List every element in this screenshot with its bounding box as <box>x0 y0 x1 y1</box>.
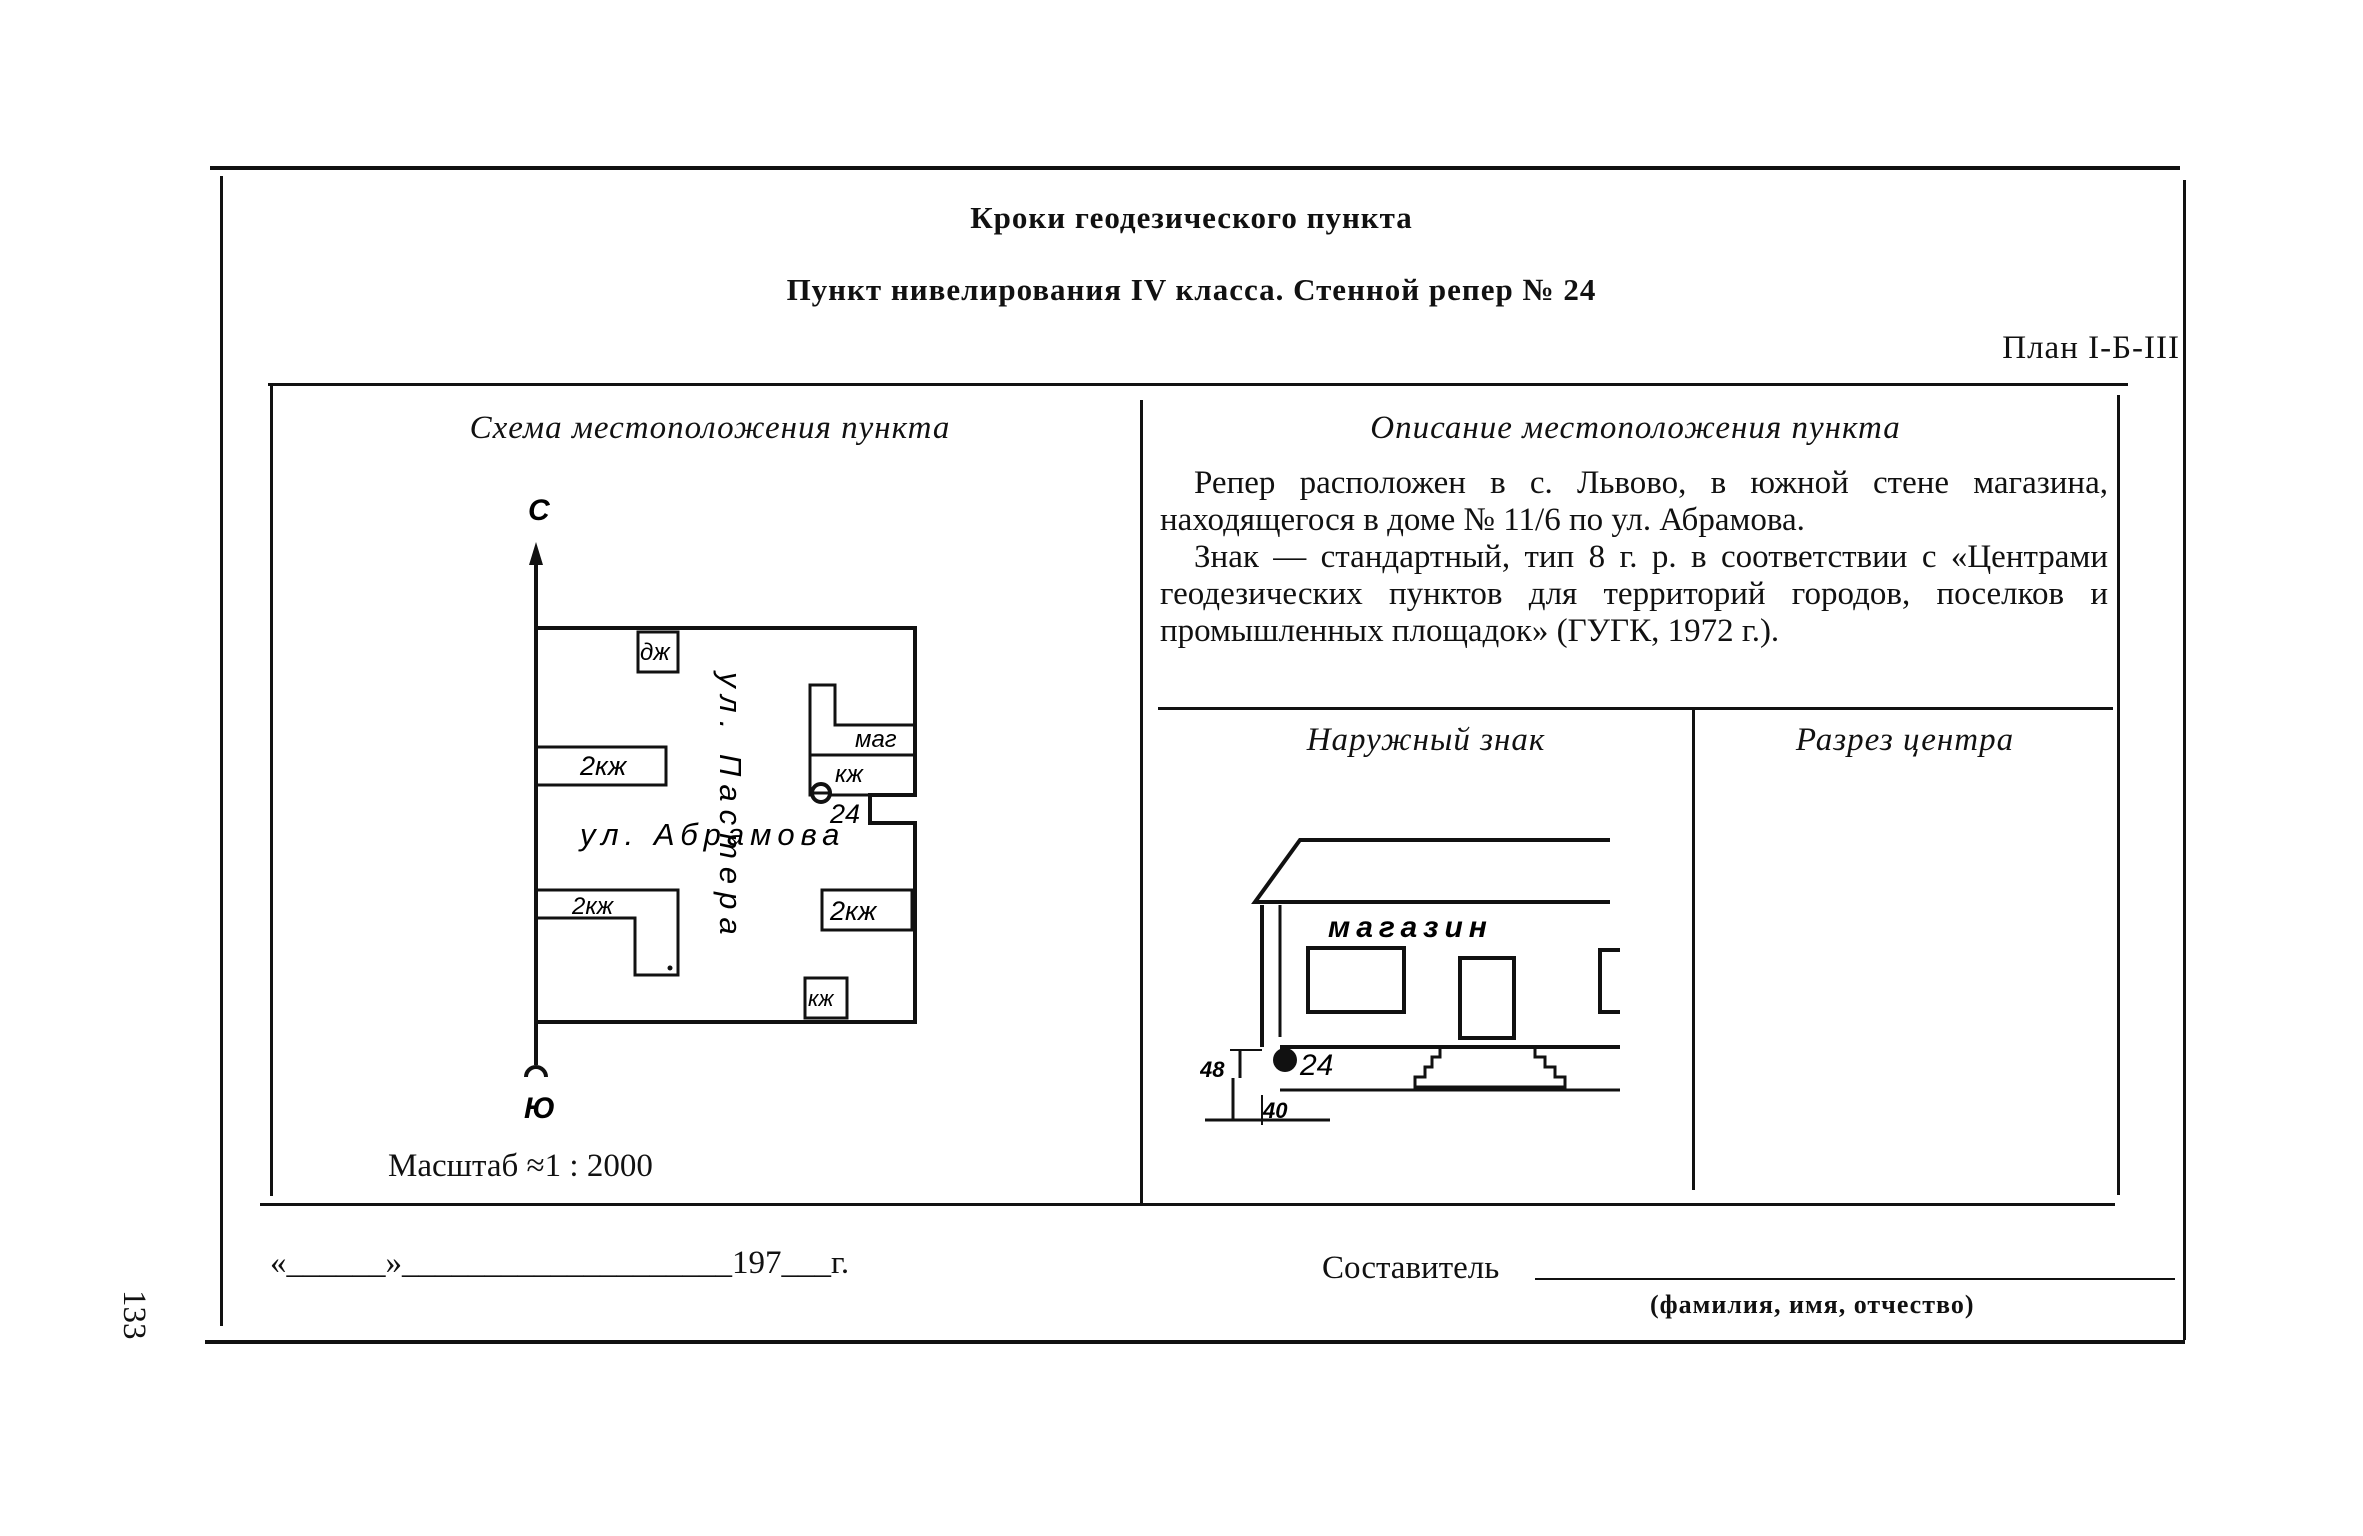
building-2kzh-1 <box>534 745 668 787</box>
scale-label: Масштаб ≈1 : 2000 <box>388 1148 653 1184</box>
section-heading: Разрез центра <box>1795 722 2015 758</box>
building-kzh-1 <box>808 753 917 797</box>
compiler-underline <box>1535 1278 2175 1280</box>
building-2kzh-1-label: 2кж <box>579 751 628 781</box>
north-arrow-icon <box>529 542 543 565</box>
plan-label: План I-Б-III <box>2002 330 2180 366</box>
page-number: 133 <box>116 1290 152 1340</box>
shop-window <box>1306 946 1406 1014</box>
sign-section-divider <box>1692 710 1695 1190</box>
building-kzh-2 <box>803 976 849 1020</box>
table-bottom-line <box>260 1203 2115 1206</box>
shop-roof <box>1251 838 1610 904</box>
table-top-line <box>268 383 2128 386</box>
wall-benchmark-number: 24 <box>1299 1049 1333 1082</box>
description-paragraph-1: Репер расположен в с. Львово, в южной ст… <box>1160 465 2108 538</box>
document-title: Кроки геодезического пункта <box>970 200 1413 235</box>
benchmark-number: 24 <box>829 799 860 829</box>
compiler-hint: (фамилия, имя, отчество) <box>1650 1290 1975 1319</box>
dimension-height: 48 <box>1200 1057 1225 1082</box>
description-heading: Описание местоположения пункта <box>1370 410 1901 446</box>
frame-bottom-line <box>205 1340 2185 1344</box>
frame-top-line <box>210 166 2180 170</box>
north-label: С <box>528 494 551 527</box>
building-kzh-2-label: кж <box>808 986 834 1011</box>
building-dzh <box>636 630 680 674</box>
building-dzh-label: дж <box>640 639 671 666</box>
outer-sign-heading: Наружный знак <box>1306 722 1546 758</box>
shop-window-right <box>1598 948 1620 1014</box>
shop-sign-text: магазин <box>1328 911 1493 944</box>
shop-door <box>1458 956 1516 1040</box>
dimension-offset: 40 <box>1262 1098 1288 1123</box>
description-paragraph-2: Знак — стандартный, тип 8 г. р. в соотве… <box>1160 539 2108 649</box>
table-split-line <box>1158 707 2113 710</box>
block-outline <box>536 626 917 1024</box>
table-left-line <box>270 383 273 1196</box>
south-marker-icon <box>524 1065 548 1078</box>
scheme-heading: Схема местоположения пункта <box>469 410 951 446</box>
building-2kzh-3 <box>820 888 914 932</box>
frame-left-line <box>220 176 223 1326</box>
document-subtitle: Пункт нивелирования IV класса. Стенной р… <box>786 272 1597 307</box>
building-2kzh-2 <box>536 888 680 977</box>
wall-benchmark-icon <box>1273 1048 1297 1072</box>
building-2kzh-2-label: 2кж <box>571 893 615 920</box>
building-2kzh-3-label: 2кж <box>829 896 878 926</box>
description-text: Репер расположен в с. Львово, в южной ст… <box>1160 465 2108 650</box>
street-abramova: ул. Абрамова <box>578 817 845 852</box>
street-pasteur: ул. Пастера <box>713 670 748 943</box>
building-kzh-1-label: кж <box>835 761 864 788</box>
building-shop-label: маг <box>855 726 897 753</box>
frame-right-line <box>2183 180 2186 1340</box>
compiler-label: Составитель <box>1322 1250 1500 1286</box>
table-right-line <box>2117 395 2120 1195</box>
date-line: «______»____________________197___г. <box>270 1245 850 1281</box>
south-label: Ю <box>524 1092 555 1125</box>
outer-sign-drawing: магазин 24 48 40 <box>1200 838 1620 1125</box>
table-mid-line <box>1140 400 1143 1205</box>
shop-steps <box>1413 1045 1567 1089</box>
location-scheme: С Ю дж 2кж маг кж 24 2кж 2кж кж ул. Абра… <box>524 494 917 1125</box>
